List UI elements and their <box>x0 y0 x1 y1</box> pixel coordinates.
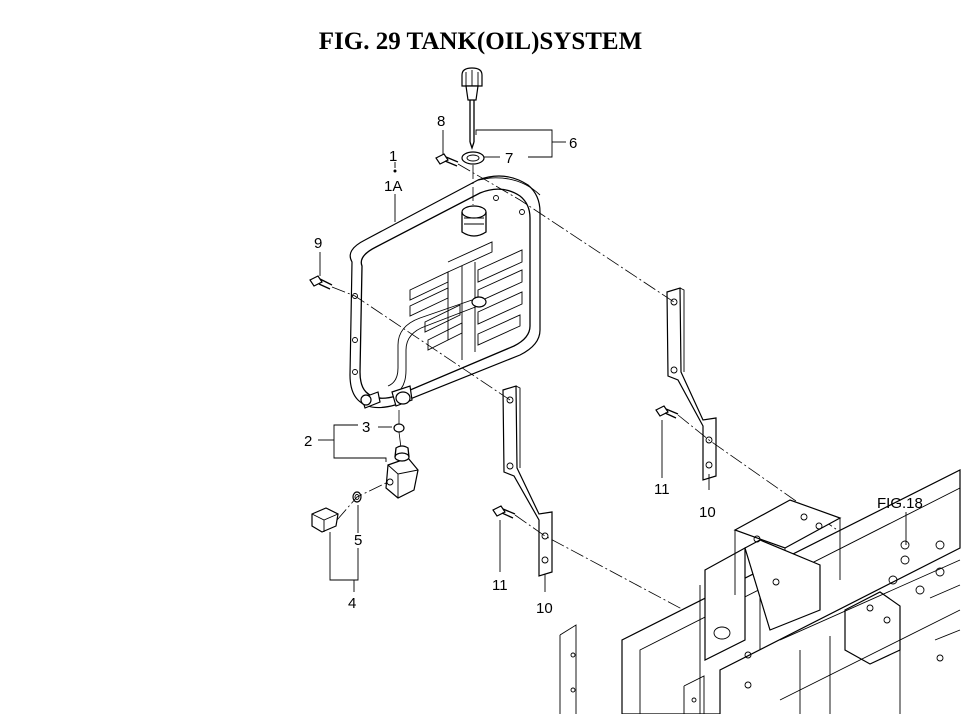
callout-9: 9 <box>314 235 322 252</box>
dipstick-cap <box>461 67 483 151</box>
callout-numbers: 1 1A 8 7 6 9 3 2 5 4 11 10 11 10 FIG.18 <box>304 113 923 617</box>
leader-lines <box>318 129 907 592</box>
bracket-upper <box>666 287 717 481</box>
callout-5: 5 <box>354 532 362 549</box>
callout-10-lower: 10 <box>536 600 553 617</box>
elbow-fitting <box>385 423 419 499</box>
callout-2: 2 <box>304 433 312 450</box>
callout-6: 6 <box>569 135 577 152</box>
bolt-11-lower <box>492 505 516 519</box>
callout-11-lower: 11 <box>492 577 508 594</box>
callout-fig-18: FIG.18 <box>877 495 923 512</box>
bracket-lower <box>502 385 553 577</box>
figure-title: FIG. 29 TANK(OIL)SYSTEM <box>318 28 643 55</box>
callout-1a: 1A <box>384 178 402 195</box>
callout-3: 3 <box>362 419 370 436</box>
bolt-11-upper <box>655 405 679 419</box>
callout-4: 4 <box>348 595 356 612</box>
oil-tank <box>349 175 541 409</box>
callout-8: 8 <box>437 113 445 130</box>
bolt-8 <box>435 153 459 167</box>
o-ring <box>461 151 485 165</box>
drain-plug <box>311 491 362 533</box>
frame-assembly <box>559 469 961 714</box>
bolt-9 <box>309 275 333 290</box>
callout-7: 7 <box>505 150 513 167</box>
callout-1: 1 <box>389 148 397 165</box>
callout-11-upper: 11 <box>654 481 670 498</box>
callout-10-upper: 10 <box>699 504 716 521</box>
tank-outlet-fitting <box>360 385 413 409</box>
